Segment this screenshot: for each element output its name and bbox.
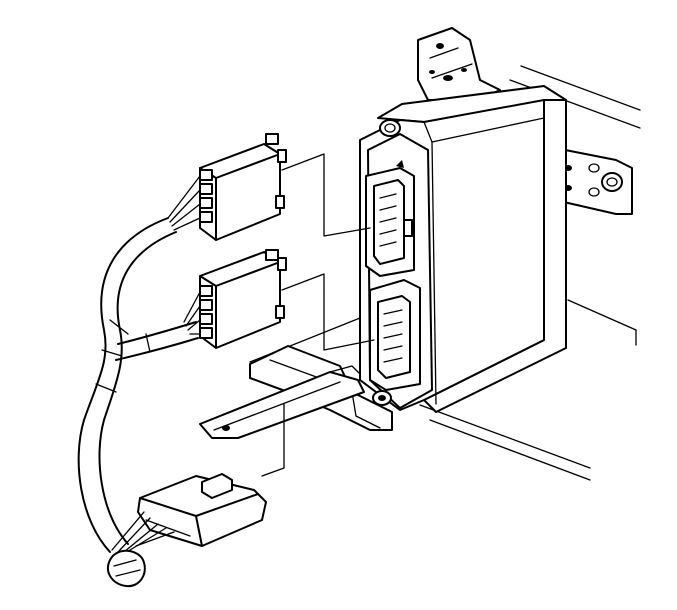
lower-module-socket — [369, 279, 421, 391]
mounting-bracket — [417, 27, 501, 111]
wiring-harness — [77, 175, 201, 588]
lower-harness-connector — [137, 473, 267, 547]
leader-lines — [261, 153, 375, 477]
upper-harness-connector — [199, 133, 287, 241]
middle-harness-connector — [199, 249, 287, 349]
retaining-strap — [199, 365, 365, 439]
upper-module-socket — [365, 167, 415, 277]
